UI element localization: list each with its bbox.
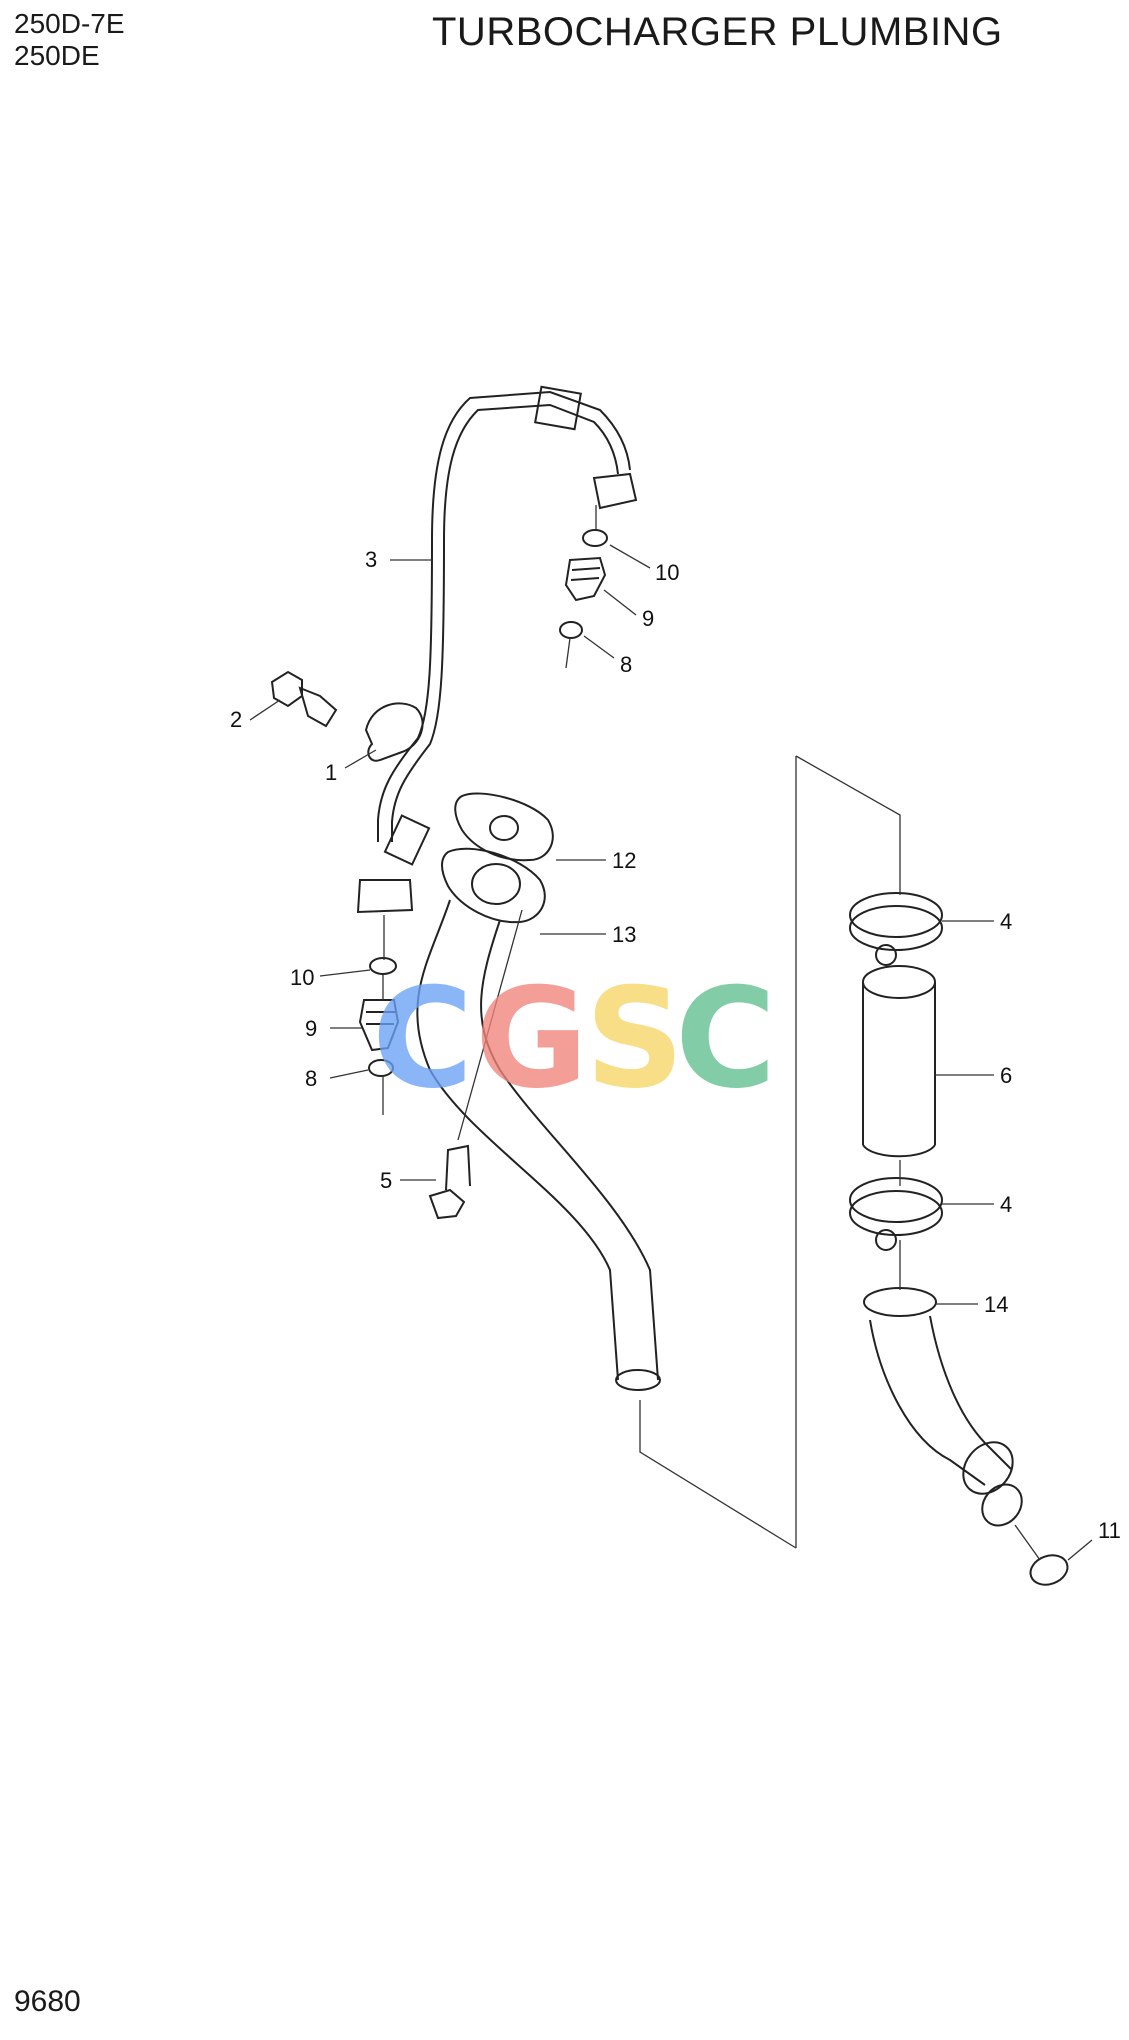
part-8-washer-lower[interactable] (368, 1059, 394, 1077)
callout-4-upper: 4 (1000, 909, 1012, 934)
callout-6: 6 (1000, 1063, 1012, 1088)
page-number: 9680 (14, 1985, 81, 2018)
watermark-letter-c1: C (372, 958, 473, 1119)
page-title: TURBOCHARGER PLUMBING (432, 10, 1003, 54)
watermark-letter-g: G (475, 958, 588, 1119)
part-2-bolt[interactable] (270, 670, 338, 728)
cgsc-watermark: C G S C (372, 958, 776, 1119)
part-4-hose-clamp-upper[interactable] (849, 892, 943, 966)
callout-9-lower: 9 (305, 1016, 317, 1041)
part-5-bolt[interactable] (428, 1144, 471, 1220)
callout-1: 1 (325, 760, 337, 785)
part-3-oil-feed-pipe[interactable] (356, 385, 638, 914)
part-9-adapter-lower[interactable] (358, 999, 400, 1052)
callout-10-upper: 10 (655, 560, 679, 585)
part-11-o-ring[interactable] (1026, 1550, 1071, 1589)
callout-12: 12 (612, 848, 636, 873)
callout-8-lower: 8 (305, 1066, 317, 1091)
model-number-primary: 250D-7E (14, 8, 125, 39)
callout-5: 5 (380, 1168, 392, 1193)
part-9-adapter-upper[interactable] (564, 556, 607, 602)
callout-10-lower: 10 (290, 965, 314, 990)
model-number-secondary: 250DE (14, 40, 100, 71)
assembly-connection-lines (382, 505, 1041, 1561)
callout-13: 13 (612, 922, 636, 947)
part-1-clamp[interactable] (364, 702, 424, 762)
callout-8-upper: 8 (620, 652, 632, 677)
part-10-washer-upper[interactable] (582, 529, 608, 547)
part-14-elbow[interactable] (863, 1287, 1030, 1533)
part-8-washer-upper[interactable] (559, 621, 583, 639)
callout-11: 11 (1098, 1518, 1121, 1543)
callout-2: 2 (230, 707, 242, 732)
part-13-drain-pipe[interactable] (416, 847, 661, 1391)
part-4-hose-clamp-lower[interactable] (849, 1177, 943, 1251)
callout-4-lower: 4 (1000, 1192, 1012, 1217)
part-12-gasket[interactable] (454, 792, 554, 862)
part-6-hose[interactable] (862, 965, 936, 1158)
watermark-letter-s: S (585, 958, 684, 1119)
part-10-washer-lower[interactable] (369, 957, 397, 975)
callout-leader-lines (249, 544, 1093, 1561)
callout-3: 3 (365, 547, 377, 572)
callout-14: 14 (984, 1292, 1008, 1317)
watermark-letter-c2: C (675, 958, 776, 1119)
callout-9-upper: 9 (642, 606, 654, 631)
